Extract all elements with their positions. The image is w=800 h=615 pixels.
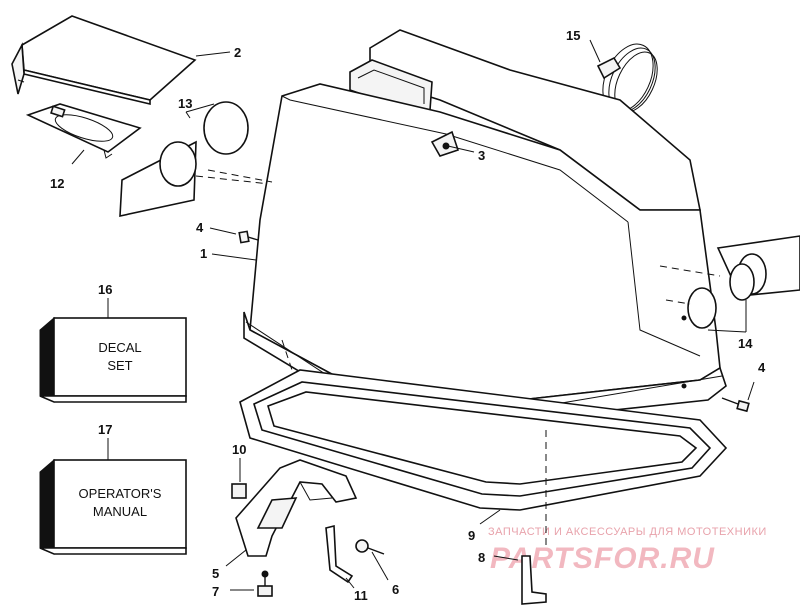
callout-5: 5 (212, 566, 219, 581)
part-7-fastener[interactable] (230, 570, 273, 597)
part-17-manual-box[interactable]: OPERATOR'S MANUAL (39, 438, 187, 555)
callout-8: 8 (478, 550, 485, 565)
callout-7: 7 (212, 584, 219, 599)
part-10-nut[interactable] (231, 458, 247, 499)
part-13-decals[interactable] (119, 101, 271, 218)
manual-box-label-1: OPERATOR'S (79, 486, 162, 501)
callout-11: 11 (354, 588, 368, 603)
callout-9: 9 (468, 528, 475, 543)
part-1-engine-cover[interactable] (207, 29, 727, 421)
part-4-screw-left[interactable] (209, 227, 259, 244)
decal-box-label-1: DECAL (98, 340, 141, 355)
part-9-lower-seal[interactable] (239, 339, 728, 548)
callout-10: 10 (232, 442, 246, 457)
callout-6: 6 (392, 582, 399, 597)
callout-3: 3 (478, 148, 485, 163)
part-3-clip[interactable] (430, 130, 475, 157)
part-8-rod[interactable] (493, 555, 547, 605)
manual-box-label-2: MANUAL (93, 504, 147, 519)
part-14-decals[interactable] (659, 235, 800, 333)
callout-15: 15 (566, 28, 580, 43)
part-6-screw[interactable] (355, 539, 389, 581)
callout-4-right: 4 (758, 360, 766, 375)
part-12-seal[interactable] (25, 103, 142, 159)
callout-4-left: 4 (196, 220, 204, 235)
part-16-decal-set-box[interactable]: DECAL SET (39, 298, 187, 403)
callout-17: 17 (98, 422, 112, 437)
leader-lines (71, 51, 257, 261)
part-2-top-cover[interactable] (11, 15, 197, 106)
decal-box-label-2: SET (107, 358, 132, 373)
part-5-bracket[interactable] (225, 459, 358, 567)
callout-13: 13 (178, 96, 192, 111)
part-4-screw-right[interactable] (721, 381, 755, 413)
callout-12: 12 (50, 176, 64, 191)
callout-14: 14 (738, 336, 753, 351)
watermark-tagline: ЗАПЧАСТИ И АКСЕССУАРЫ ДЛЯ МОТОТЕХНИКИ (488, 526, 767, 538)
callout-16: 16 (98, 282, 112, 297)
callout-2: 2 (234, 45, 241, 60)
part-11-clip[interactable] (325, 524, 355, 589)
callout-1: 1 (200, 246, 207, 261)
callout-numbers: 1 2 3 4 4 5 6 7 8 9 10 11 12 13 14 15 16… (50, 28, 766, 603)
